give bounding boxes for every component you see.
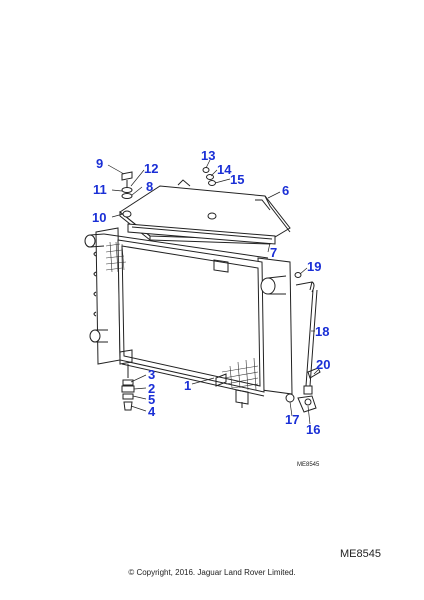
- drawing-reference-small: ME8545: [297, 462, 320, 468]
- callout-8: 8: [146, 179, 153, 194]
- callout-5: 5: [148, 392, 155, 407]
- drain-fittings: [285, 393, 317, 413]
- callout-4: 4: [148, 404, 156, 419]
- radiator-seal-strip: [127, 223, 276, 245]
- callout-6: 6: [282, 183, 289, 198]
- callout-11: 11: [93, 182, 107, 197]
- radiator-core: [84, 227, 293, 408]
- callout-16: 16: [306, 422, 320, 437]
- copyright-notice: © Copyright, 2016. Jaguar Land Rover Lim…: [128, 568, 296, 577]
- lower-mount-stack: [121, 364, 135, 411]
- callout-7: 7: [270, 245, 277, 260]
- top-fixings-right: [202, 167, 216, 186]
- callout-15: 15: [230, 172, 244, 187]
- callout-9: 9: [96, 156, 103, 171]
- leader-lines: [107, 159, 319, 425]
- callout-18: 18: [315, 324, 329, 339]
- callout-13: 13: [201, 148, 215, 163]
- drawing-reference: ME8545: [340, 548, 381, 560]
- callout-12: 12: [144, 161, 158, 176]
- callout-3: 3: [148, 367, 155, 382]
- callout-20: 20: [316, 357, 330, 372]
- callout-1: 1: [184, 378, 191, 393]
- callout-19: 19: [307, 259, 321, 274]
- top-fixings-left: [121, 171, 133, 218]
- callout-14: 14: [217, 162, 232, 177]
- callout-2: 2: [148, 381, 155, 396]
- overflow-tube: [294, 272, 321, 395]
- callout-17: 17: [285, 412, 299, 427]
- callout-10: 10: [92, 210, 106, 225]
